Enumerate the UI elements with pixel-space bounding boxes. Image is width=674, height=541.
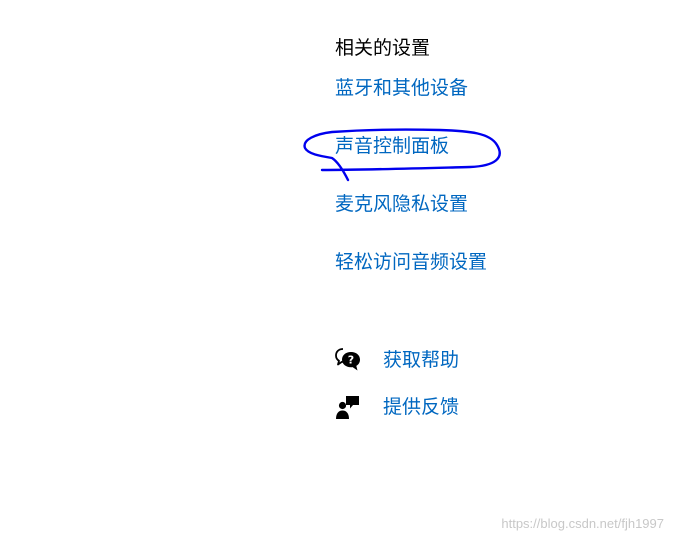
microphone-privacy-link[interactable]: 麦克风隐私设置 — [335, 193, 469, 215]
feedback-row[interactable]: 提供反馈 — [335, 393, 459, 421]
sound-control-panel-link[interactable]: 声音控制面板 — [335, 135, 450, 157]
get-help-label: 获取帮助 — [383, 349, 460, 371]
help-chat-icon: ? — [335, 347, 361, 373]
bluetooth-devices-link[interactable]: 蓝牙和其他设备 — [335, 77, 469, 99]
feedback-icon — [335, 394, 361, 420]
ease-of-access-audio-link[interactable]: 轻松访问音频设置 — [335, 251, 488, 273]
feedback-label: 提供反馈 — [383, 396, 460, 418]
svg-text:?: ? — [348, 354, 354, 367]
related-settings-title: 相关的设置 — [335, 37, 431, 59]
get-help-row[interactable]: ? 获取帮助 — [335, 346, 459, 374]
watermark-text: https://blog.csdn.net/fjh1997 — [501, 516, 664, 531]
